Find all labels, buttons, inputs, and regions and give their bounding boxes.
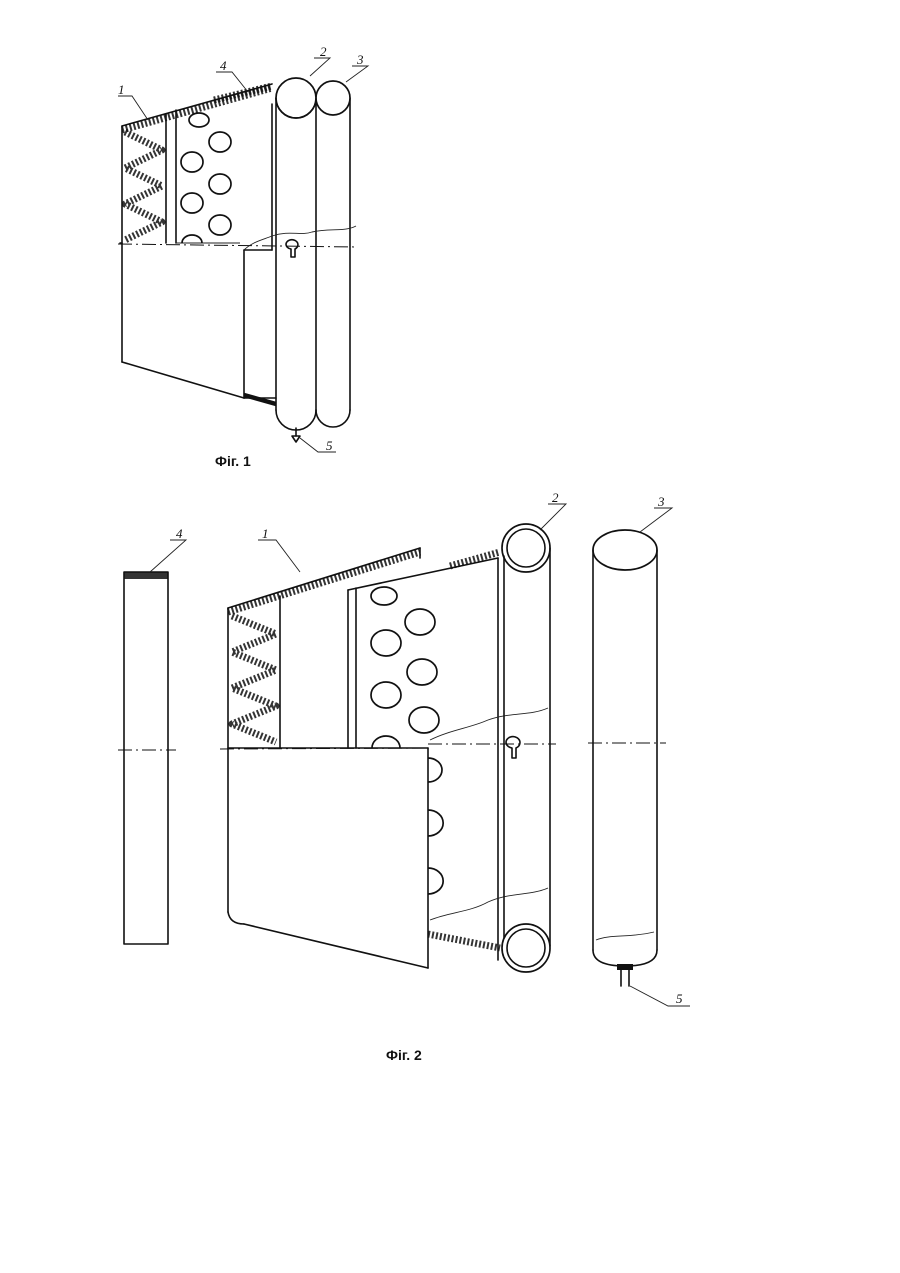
fig1-label-2: 2 — [320, 44, 327, 59]
fig1-axis — [118, 244, 358, 247]
fig1-holes — [181, 113, 231, 243]
fig2-insulation-strip — [118, 572, 176, 944]
fig2-break-line-lower — [430, 888, 548, 920]
fig2-label-5: 5 — [676, 991, 683, 1006]
fig1-label-3: 3 — [356, 52, 364, 67]
fig2-valve — [617, 964, 633, 986]
fig1-corrugated-absorber — [125, 132, 162, 240]
fig2-collector — [428, 524, 556, 972]
figure-2: 4 1 2 3 5 Фіг. 2 — [118, 490, 690, 1063]
fig2-leaders — [150, 504, 690, 1006]
fig1-tubes — [244, 78, 356, 430]
fig2-label-3: 3 — [657, 494, 665, 509]
fig2-label-2: 2 — [552, 490, 559, 505]
fig2-caption: Фіг. 2 — [386, 1047, 422, 1063]
fig1-panel-body — [120, 84, 276, 398]
fig2-break-line-upper — [430, 708, 548, 740]
fig1-caption: Фіг. 1 — [215, 453, 251, 469]
fig2-holes — [371, 587, 443, 894]
fig1-label-4: 4 — [220, 58, 227, 73]
fig2-corrugated-absorber — [232, 616, 276, 742]
fig2-tank — [588, 530, 666, 966]
fig2-panel-body — [228, 548, 498, 968]
fig2-label-4: 4 — [176, 526, 183, 541]
figure-1: 1 4 2 3 5 Фіг. 1 — [118, 44, 368, 469]
fig1-label-5: 5 — [326, 438, 333, 453]
fig1-label-1: 1 — [118, 82, 125, 97]
fig2-label-1: 1 — [262, 526, 269, 541]
